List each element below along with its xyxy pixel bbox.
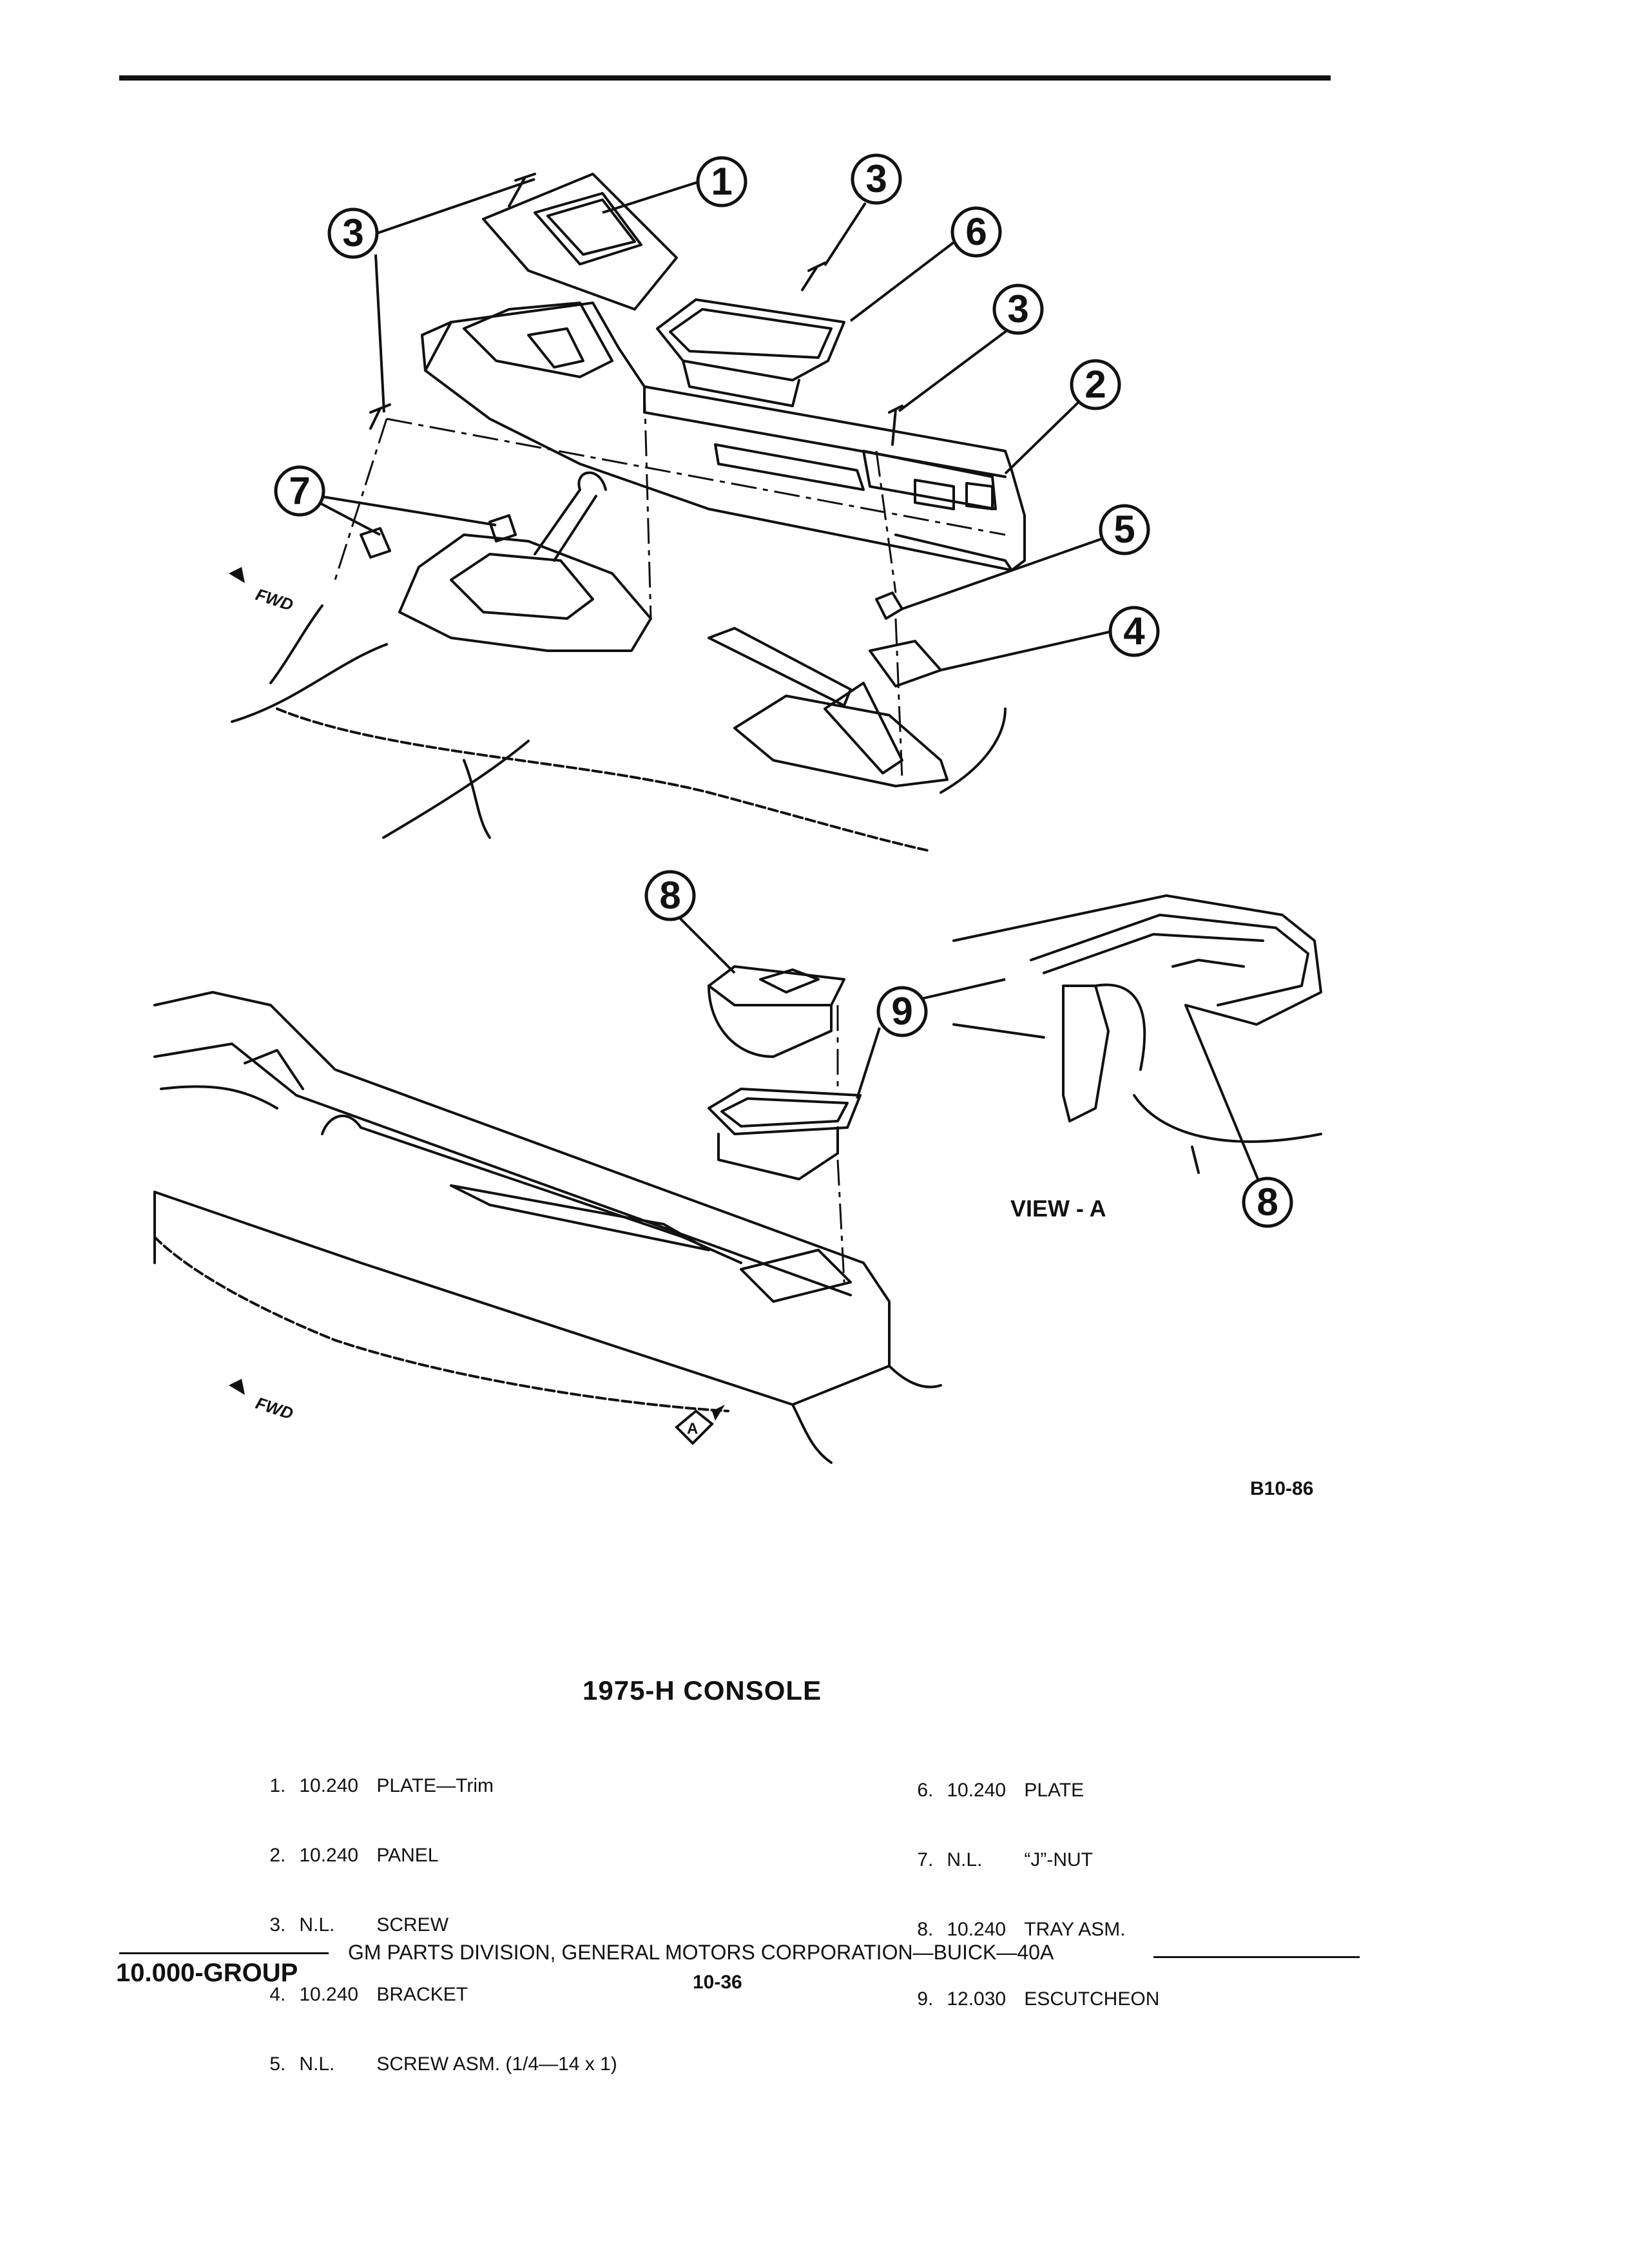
callout-3c-label: 3 (1007, 287, 1028, 331)
callout-2 (1070, 359, 1121, 410)
callout-8b-label: 8 (1257, 1180, 1278, 1224)
callout-8a-label: 8 (659, 874, 680, 917)
legend-item: 8. 10.240 TRAY ASM. (896, 1895, 1159, 1965)
callout-5 (1099, 504, 1150, 555)
legend-desc: BRACKET (376, 1984, 468, 2005)
callout-4-label: 4 (1123, 610, 1145, 653)
fwd-label-upper: FWD (253, 584, 296, 615)
page-title: 1975-H CONSOLE (583, 1675, 822, 1706)
fwd-label-lower: FWD (253, 1393, 296, 1423)
callout-3a-label: 3 (342, 211, 363, 255)
callout-7 (274, 465, 325, 517)
legend-code: 12.030 (947, 1988, 1007, 2010)
callouts: 1 3 3 6 3 2 5 4 7 8 9 8 (274, 153, 1293, 1228)
legend-item: 2. 10.240 PANEL (248, 1821, 617, 1890)
footer-rule-right (1153, 1956, 1360, 1958)
callout-3b-label: 3 (865, 157, 887, 200)
legend-desc: PLATE (1024, 1780, 1084, 1801)
fwd-arrow-icon: FWD (229, 1379, 296, 1423)
legend-code: 10.240 (947, 1780, 1007, 1801)
legend-code: N.L. (299, 2053, 335, 2075)
footer-rule-left (119, 1952, 329, 1954)
view-a-detail (952, 894, 1322, 1174)
callout-9 (876, 986, 928, 1037)
legend-num: 6. (917, 1780, 934, 1801)
legend-desc: TRAY ASM. (1024, 1919, 1126, 1940)
legend-item: 5. N.L. SCREW ASM. (1/4—14 x 1) (248, 2030, 617, 2099)
callout-3c (992, 284, 1044, 335)
callout-7-label: 7 (289, 469, 310, 512)
legend-item: 4. 10.240 BRACKET (248, 1960, 617, 2030)
figure-code: B10-86 (1250, 1478, 1313, 1499)
division-label: GM PARTS DIVISION, GENERAL MOTORS CORPOR… (348, 1941, 1054, 1964)
tray-center-lines (836, 1005, 845, 1283)
legend-num: 2. (269, 1845, 286, 1866)
callout-9-label: 9 (891, 990, 912, 1033)
legend-code: 10.240 (299, 1845, 359, 1866)
legend-desc: PLATE—Trim (376, 1775, 494, 1796)
legend-num: 5. (269, 2053, 286, 2075)
legend-code: 10.240 (947, 1919, 1007, 1940)
callout-1 (696, 156, 747, 207)
legend-item: 9. 12.030 ESCUTCHEON (896, 1965, 1159, 2034)
view-a-marker-icon: A (675, 1405, 725, 1445)
header-rule (119, 75, 1331, 81)
legend-desc: “J”-NUT (1024, 1849, 1093, 1870)
view-a-label: VIEW - A (1010, 1195, 1106, 1222)
legend-code: N.L. (299, 1914, 335, 1936)
view-a-marker-label: A (687, 1420, 698, 1437)
legend-code: N.L. (947, 1849, 983, 1870)
legend-num: 3. (269, 1914, 286, 1936)
fwd-arrow-icon: FWD (229, 567, 296, 615)
group-label: 10.000-GROUP (116, 1959, 298, 1987)
upper-console-assembly (231, 173, 1026, 852)
legend-item: 7. N.L. “J”-NUT (896, 1825, 1159, 1895)
legend-num: 4. (269, 1984, 286, 2005)
legend-desc: SCREW (376, 1914, 449, 1936)
callout-2-label: 2 (1084, 363, 1106, 406)
legend-code: 10.240 (299, 1775, 359, 1796)
legend-item: 3. N.L. SCREW (248, 1890, 617, 1960)
legend-code: 10.240 (299, 1984, 359, 2005)
callout-8b (1242, 1177, 1293, 1228)
leader-lines (318, 178, 1259, 1180)
assembly-center-lines (334, 386, 1006, 780)
legend-desc: PANEL (376, 1845, 439, 1866)
legend-num: 7. (917, 1849, 934, 1870)
page-number: 10-36 (693, 1972, 742, 1993)
callout-3b (851, 153, 902, 205)
lower-console-assembly (153, 965, 942, 1464)
callout-8a (644, 870, 696, 921)
callout-1-label: 1 (711, 160, 732, 203)
legend-num: 8. (917, 1919, 934, 1940)
legend-item: 6. 10.240 PLATE (896, 1756, 1159, 1825)
legend-desc: ESCUTCHEON (1024, 1988, 1160, 2010)
legend-num: 1. (269, 1775, 286, 1796)
callout-3a (327, 207, 379, 259)
callout-4 (1108, 606, 1160, 657)
legend-item: 1. 10.240 PLATE—Trim (248, 1751, 617, 1821)
callout-6 (950, 206, 1002, 258)
callout-5-label: 5 (1113, 508, 1135, 551)
legend-num: 9. (917, 1988, 934, 2010)
callout-6-label: 6 (965, 210, 987, 253)
legend-desc: SCREW ASM. (1/4—14 x 1) (376, 2053, 617, 2075)
